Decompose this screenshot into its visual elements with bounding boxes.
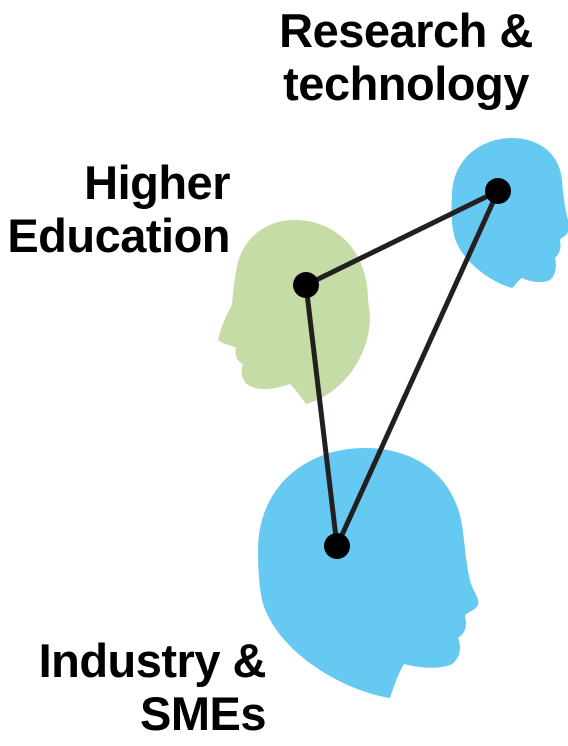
industry-label-line1: Industry & (38, 634, 267, 687)
research-label-line2: technology (283, 57, 529, 110)
industry-smes-label: Industry & SMEs (22, 634, 267, 740)
connector-higher-research (303, 188, 501, 288)
research-node (485, 178, 511, 204)
research-technology-label: Research & technology (276, 4, 536, 110)
connector-higher-industry (303, 282, 340, 549)
research-head-icon (451, 138, 568, 288)
higher-education-head-icon (218, 220, 370, 404)
industry-head-icon (258, 448, 479, 698)
industry-label-line2: SMEs (140, 687, 267, 740)
higher-education-label-line2: Education (7, 209, 230, 262)
higher-education-label: Higher Education (0, 156, 230, 262)
higher-education-label-line1: Higher (84, 156, 230, 209)
connector-research-industry (334, 188, 501, 549)
higher-education-node (293, 272, 319, 298)
industry-node (324, 533, 350, 559)
research-label-line1: Research & (279, 4, 533, 57)
